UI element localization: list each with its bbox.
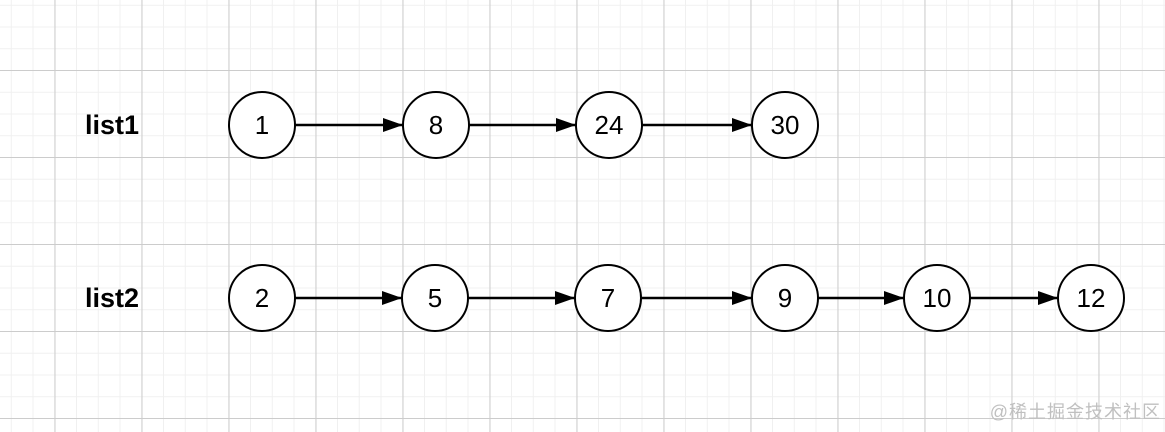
list-label: list2: [85, 283, 139, 313]
list-row-list2: list2 2 5 7 9 10 12: [85, 264, 1125, 332]
node-value: 12: [1077, 283, 1106, 313]
node-value: 24: [595, 110, 624, 140]
node-value: 2: [255, 283, 269, 313]
list-label: list1: [85, 110, 139, 140]
list-node: [574, 264, 642, 332]
node-value: 9: [778, 283, 792, 313]
list-node: [751, 264, 819, 332]
list-node: [228, 264, 296, 332]
list-node: [401, 264, 469, 332]
node-value: 30: [771, 110, 800, 140]
list-node: [228, 91, 296, 159]
node-value: 5: [428, 283, 442, 313]
list-node: [751, 91, 819, 159]
list-node: [903, 264, 971, 332]
list-node: [402, 91, 470, 159]
list-node: [1057, 264, 1125, 332]
node-value: 10: [923, 283, 952, 313]
list-node: [575, 91, 643, 159]
node-value: 8: [429, 110, 443, 140]
node-value: 7: [601, 283, 615, 313]
node-value: 1: [255, 110, 269, 140]
